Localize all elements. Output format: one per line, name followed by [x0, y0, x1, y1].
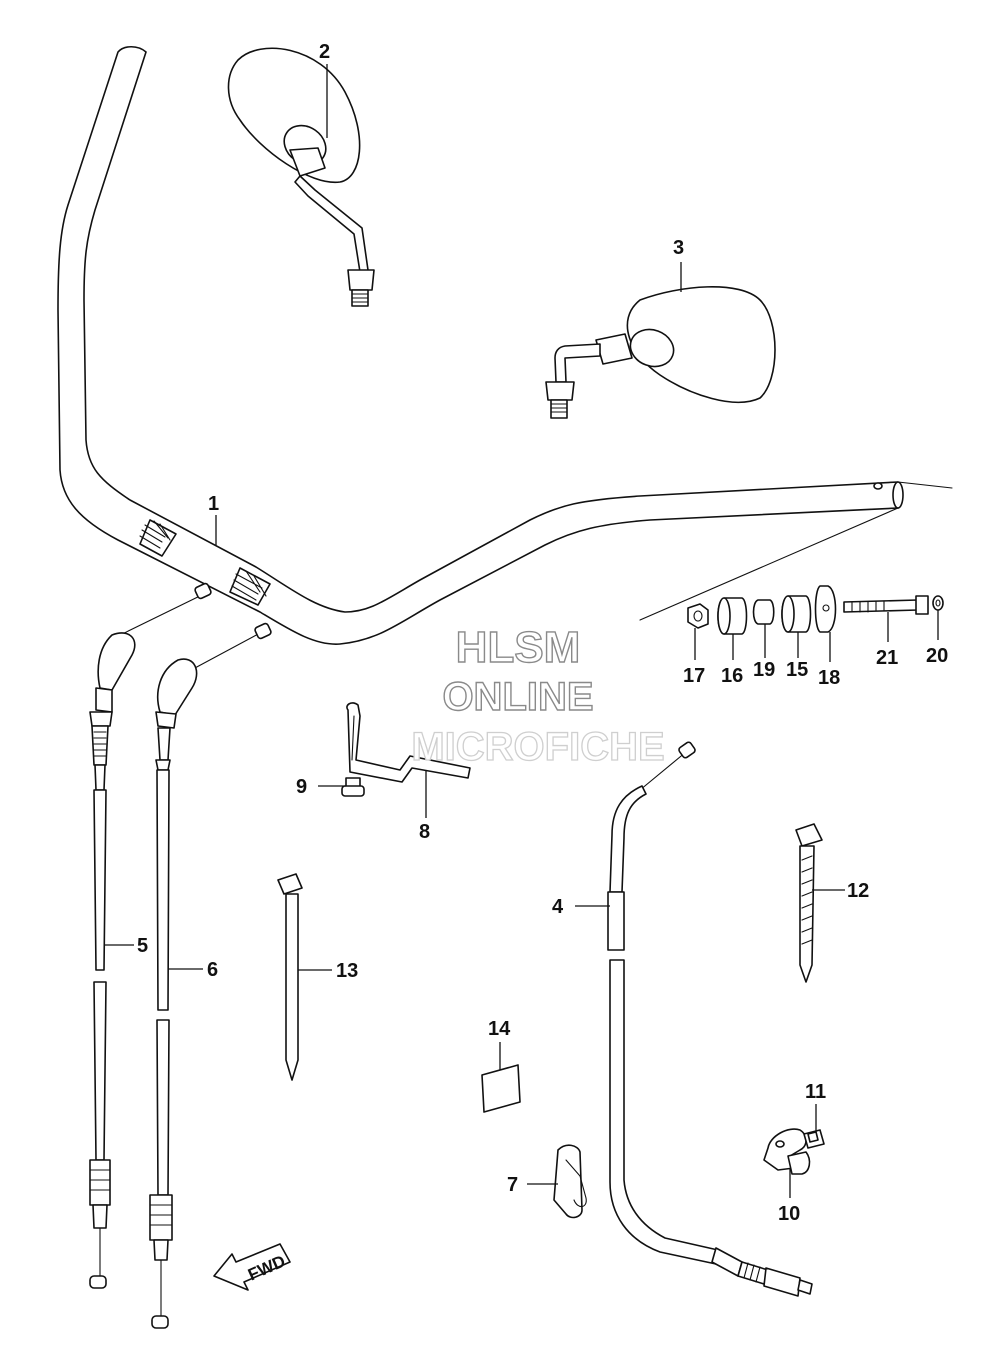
callout-13: 13 [336, 960, 358, 982]
collar-16[interactable] [717, 597, 748, 635]
callout-21: 21 [876, 647, 898, 669]
cable-5[interactable] [89, 582, 212, 1289]
watermark-line-3: MICROFICHE [411, 725, 664, 769]
callout-numbers: 1 2 3 4 5 6 7 8 9 10 11 12 13 14 15 16 1… [137, 41, 948, 1225]
bolt-21[interactable] [843, 595, 929, 615]
clip-7[interactable] [553, 1144, 587, 1219]
callout-19: 19 [753, 659, 775, 681]
callout-6: 6 [207, 959, 218, 981]
knurl-band-left [139, 519, 177, 557]
knurl-band-right [229, 567, 271, 606]
cable-6[interactable] [149, 622, 272, 1329]
cable-tie-12[interactable] [795, 823, 823, 983]
bolt-11[interactable] [803, 1129, 825, 1149]
callout-7: 7 [507, 1174, 518, 1196]
weight-18[interactable] [814, 585, 837, 633]
screw-9[interactable] [341, 777, 365, 797]
callout-2: 2 [319, 41, 330, 63]
cable-4[interactable] [607, 741, 813, 1297]
washer-20[interactable] [932, 595, 944, 611]
weight-15[interactable] [781, 595, 812, 633]
callout-10: 10 [778, 1203, 800, 1225]
callout-5: 5 [137, 935, 148, 957]
callout-15: 15 [786, 659, 808, 681]
callout-14: 14 [488, 1018, 511, 1040]
cable-tie-13[interactable] [277, 873, 303, 1081]
callout-12: 12 [847, 880, 869, 902]
spacer-19[interactable] [752, 599, 775, 625]
callout-1: 1 [208, 493, 219, 515]
callout-11: 11 [805, 1081, 826, 1103]
bracket-8[interactable] [346, 702, 471, 783]
nut-17[interactable] [687, 603, 709, 629]
callout-8: 8 [419, 821, 430, 843]
callout-9: 9 [296, 776, 307, 798]
clamp-10[interactable] [763, 1128, 811, 1175]
label-14[interactable] [481, 1064, 521, 1113]
mirror-right[interactable] [545, 286, 776, 419]
watermark-line-1: HLSM [456, 623, 581, 672]
callout-17: 17 [683, 665, 705, 687]
callout-3: 3 [673, 237, 684, 259]
watermark-line-2: ONLINE [442, 675, 593, 719]
leader-lines [104, 64, 939, 1198]
callout-18: 18 [818, 667, 840, 689]
handlebar[interactable] [57, 45, 953, 645]
callout-16: 16 [721, 665, 743, 687]
mirror-left[interactable] [227, 47, 375, 307]
callout-20: 20 [926, 645, 948, 667]
watermark: HLSM ONLINE MICROFICHE [411, 622, 666, 769]
callout-4: 4 [552, 896, 564, 918]
fwd-arrow-badge: FWD [213, 1243, 291, 1291]
